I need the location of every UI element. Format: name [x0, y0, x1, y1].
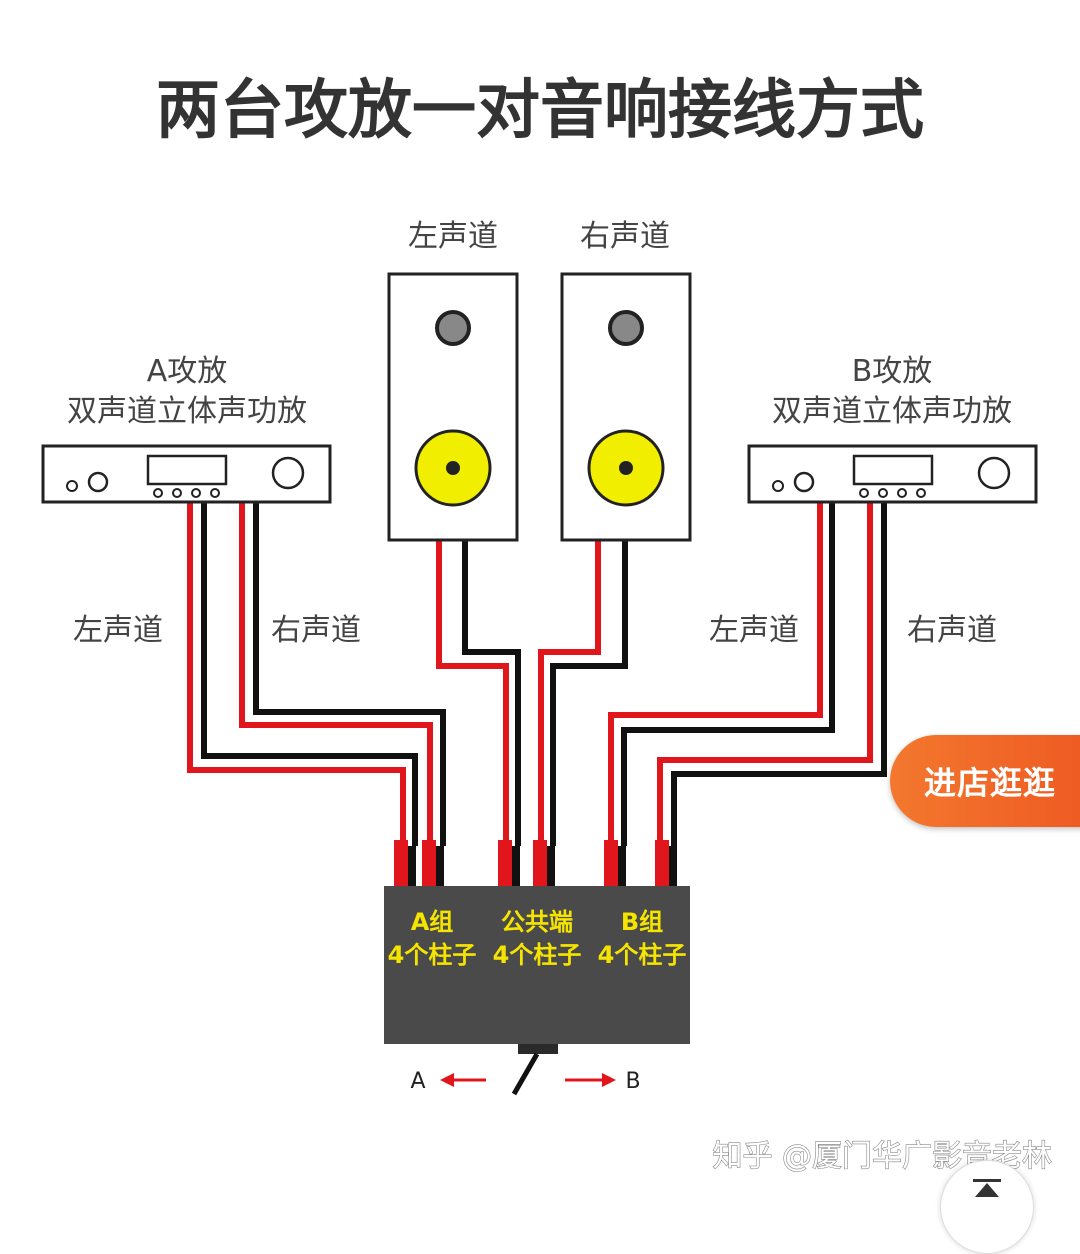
- wire-amp-a-left-red: [187, 502, 406, 846]
- wire-left-speaker-black: [462, 540, 521, 846]
- amp-b-desc: 双声道立体声功放: [772, 394, 1012, 429]
- amp-b-left-wire-label: 左声道: [709, 613, 799, 648]
- wire-right-speaker-black: [550, 540, 628, 846]
- common-posts: 4个柱子: [493, 941, 582, 969]
- wire-right-speaker-red: [538, 540, 601, 846]
- amplifier-a: [41, 444, 332, 504]
- arrow-up-icon-head: [975, 1183, 999, 1197]
- scroll-top-button[interactable]: [940, 1160, 1034, 1254]
- arrow-up-icon: [973, 1179, 1001, 1182]
- group-b-label: B组: [621, 908, 663, 936]
- wire-amp-b-right-red: [657, 502, 873, 846]
- amp-a-name: A攻放: [147, 354, 228, 389]
- amplifier-b: [747, 444, 1038, 504]
- visit-shop-label: 进店逛逛: [923, 764, 1056, 802]
- amp-a-right-wire-label: 右声道: [271, 613, 361, 648]
- right-tweeter: [608, 310, 644, 346]
- right-speaker: [560, 272, 692, 542]
- wiring-diagram: 两台攻放一对音响接线方式 左声道 右声道 A攻放 双声道立体声功放 B攻放 双声…: [41, 74, 1053, 1175]
- arrow-a-label: A: [410, 1069, 425, 1094]
- arrow-b-label: B: [625, 1069, 640, 1094]
- group-b-posts: 4个柱子: [598, 941, 687, 969]
- wire-amp-b-left-red: [608, 502, 823, 846]
- switch-lever: [511, 1044, 558, 1096]
- amp-a-desc: 双声道立体声功放: [67, 394, 307, 429]
- terminal-posts: [394, 840, 677, 886]
- group-a-posts: 4个柱子: [388, 941, 477, 969]
- wire-left-speaker-red: [436, 540, 509, 846]
- right-speaker-label: 右声道: [580, 219, 670, 254]
- switch-box: [384, 886, 690, 1044]
- group-a-label: A组: [411, 908, 454, 936]
- wire-amp-a-right-black: [253, 502, 446, 846]
- common-label: 公共端: [501, 908, 573, 936]
- wire-amp-a-right-red: [239, 502, 433, 846]
- left-speaker-label: 左声道: [408, 219, 498, 254]
- amp-b-name: B攻放: [852, 354, 933, 389]
- arrow-left-icon: [440, 1073, 454, 1087]
- direction-arrows: [440, 1073, 616, 1087]
- amp-a-left-wire-label: 左声道: [73, 613, 163, 648]
- left-speaker: [387, 272, 519, 542]
- visit-shop-button[interactable]: 进店逛逛: [890, 735, 1080, 827]
- amp-b-right-wire-label: 右声道: [907, 613, 997, 648]
- wire-amp-b-left-black: [621, 502, 835, 846]
- wire-amp-b-right-black: [671, 502, 887, 846]
- left-tweeter: [435, 310, 471, 346]
- wires: [187, 502, 887, 846]
- page-title: 两台攻放一对音响接线方式: [156, 74, 924, 148]
- arrow-right-icon: [602, 1073, 616, 1087]
- wire-amp-a-left-black: [201, 502, 418, 846]
